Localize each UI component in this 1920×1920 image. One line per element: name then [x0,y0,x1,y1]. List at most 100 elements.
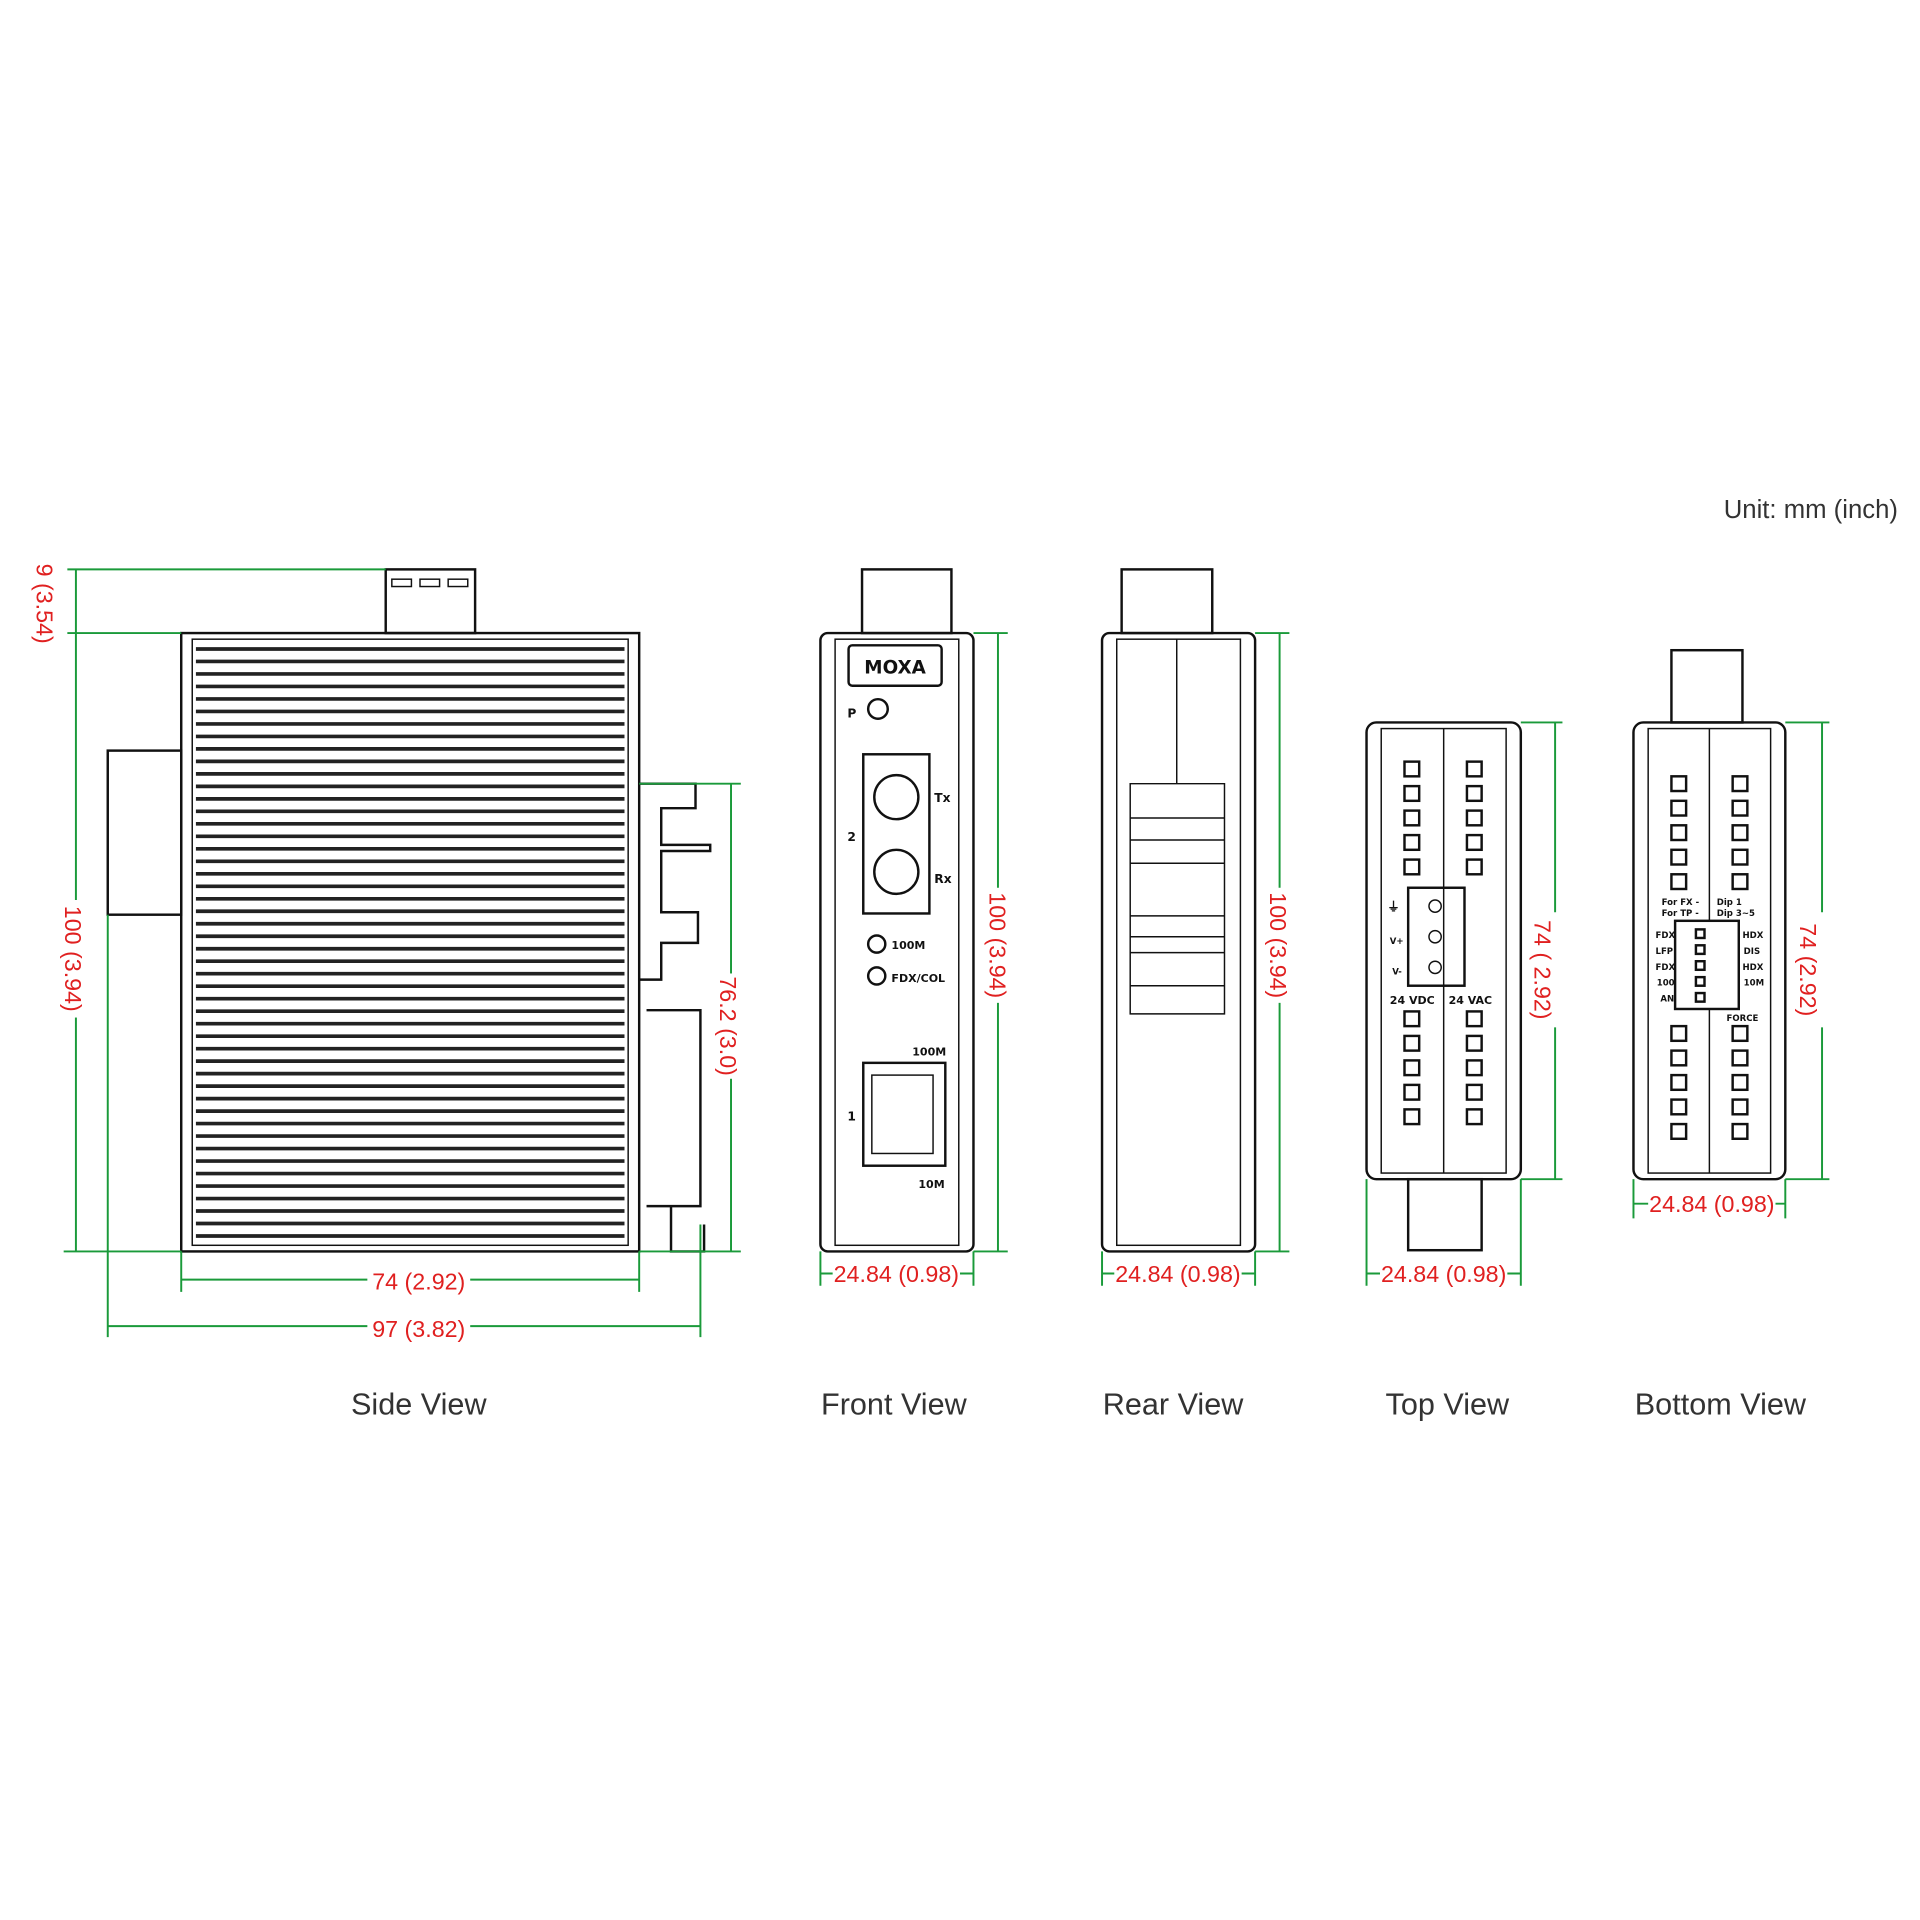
vent-slot [1670,848,1688,866]
dim-side-total-depth: 97 (3.82) [372,1316,465,1342]
vent-slot [1403,1083,1421,1101]
vent-slot [1731,1024,1749,1043]
led-fdx-col [866,966,887,986]
vent-slot [1465,858,1483,876]
label-for-tp: For TP - [1662,909,1700,919]
dip-switch-position [1694,944,1706,956]
vent-slot [1670,775,1688,793]
vent-slot [1465,760,1483,778]
label-power: P [847,707,856,721]
dip-right-label: HDX [1742,963,1763,973]
dim-top-height: 74 ( 2.92) [1529,920,1555,1020]
top-view: ⏚ V+ V- 24 VDC 24 VAC 74 ( 2.92) 24.84 (… [1365,721,1572,1421]
dip-switch-position [1694,975,1706,987]
label-v-plus: V+ [1390,937,1404,947]
label-v-minus: V- [1392,968,1402,978]
vent-slot [1465,1034,1483,1052]
vent-slot [1731,799,1749,817]
dim-side-top-height: 9 (3.54) [32,564,58,644]
dip-right-label: 10M [1744,979,1764,989]
vent-slot [1670,873,1688,891]
vent-slot [1670,824,1688,842]
bottom-view-caption: Bottom View [1635,1387,1807,1421]
label-port1: 1 [847,1109,856,1123]
dip-switch-position [1694,928,1706,940]
top-view-caption: Top View [1386,1387,1511,1421]
vent-slot [1670,1098,1688,1116]
tx-port [873,773,920,821]
vent-slot [1670,1024,1688,1043]
vent-slot [1670,1049,1688,1067]
ground-symbol: ⏚ [1387,900,1399,914]
dim-rear-height: 100 (3.94) [1265,892,1291,998]
vent-slot [1670,1073,1688,1092]
vent-slot [1403,784,1421,803]
dip-left-label: AN [1660,995,1674,1005]
label-24vac: 24 VAC [1449,994,1493,1007]
moxa-logo: MOXA [864,657,926,678]
label-force: FORCE [1727,1014,1759,1024]
rj45-port [862,1061,947,1167]
label-24vdc: 24 VDC [1390,994,1435,1007]
dim-side-height: 100 (3.94) [60,906,86,1012]
vent-slot [1465,1010,1483,1028]
rear-view-caption: Rear View [1103,1387,1245,1421]
label-port2: 2 [847,830,856,844]
dip-right-label: HDX [1742,931,1763,941]
vent-slot [1465,1083,1483,1101]
label-led-fdx: FDX/COL [891,972,945,985]
vent-slot [1403,1108,1421,1126]
vent-slot [1465,1108,1483,1126]
bottom-view: For FX - For TP - Dip 1 Dip 3~5 FDX LFP … [1632,648,1836,1421]
vent-slot [1731,775,1749,793]
dip-left-label: FDX [1656,963,1676,973]
dim-top-width: 24.84 (0.98) [1381,1261,1506,1287]
vent-slot [1465,1059,1483,1077]
vent-slot [1670,799,1688,817]
front-view: MOXA P Tx Rx 2 100M FDX/COL 100M 1 10M 1… [819,568,1014,1421]
front-view-caption: Front View [821,1387,968,1421]
dip-right-label: DIS [1744,947,1760,957]
vent-slot [1403,858,1421,876]
power-led [866,697,889,720]
label-rx: Rx [934,872,951,886]
vent-slot [1465,833,1483,852]
unit-label: Unit: mm (inch) [1724,496,1898,524]
vent-slot [1731,873,1749,891]
side-view-caption: Side View [351,1387,487,1421]
dim-front-height: 100 (3.94) [984,892,1010,998]
vent-slot [1403,1059,1421,1077]
label-tx: Tx [934,791,950,805]
vent-slot [1403,1034,1421,1052]
rx-port [873,848,920,896]
vent-slot [1731,824,1749,842]
dim-bottom-width: 24.84 (0.98) [1649,1191,1774,1217]
dim-side-depth: 74 (2.92) [372,1268,465,1294]
dim-front-width: 24.84 (0.98) [834,1261,959,1287]
label-dip3-5: Dip 3~5 [1717,909,1755,919]
vent-slot [1731,1098,1749,1116]
vent-slot [1731,1122,1749,1141]
cooling-fins [195,647,625,1238]
vent-slot [1403,809,1421,827]
vent-slot [1731,1049,1749,1067]
dip-left-label: FDX [1656,931,1676,941]
dip-left-label: 100 [1657,979,1675,989]
rear-view: 100 (3.94) 24.84 (0.98) Rear View [1100,568,1296,1421]
vent-slot [1403,833,1421,852]
label-rj45-100m: 100M [912,1046,946,1059]
dip-switch-position [1694,991,1706,1003]
dip-left-label: LFP [1656,947,1674,957]
label-for-fx: For FX - [1662,898,1700,908]
vent-slot [1465,784,1483,803]
power-terminal-block [1406,886,1466,987]
vent-slot [1403,760,1421,778]
led-100m [866,934,887,954]
dim-bottom-height: 74 (2.92) [1795,923,1821,1016]
dim-side-din-rail: 76.2 (3.0) [715,976,741,1076]
label-rj45-10m: 10M [918,1178,944,1191]
vent-slot [1403,1010,1421,1028]
dip-switch [1673,919,1740,1011]
vent-slot [1465,809,1483,827]
